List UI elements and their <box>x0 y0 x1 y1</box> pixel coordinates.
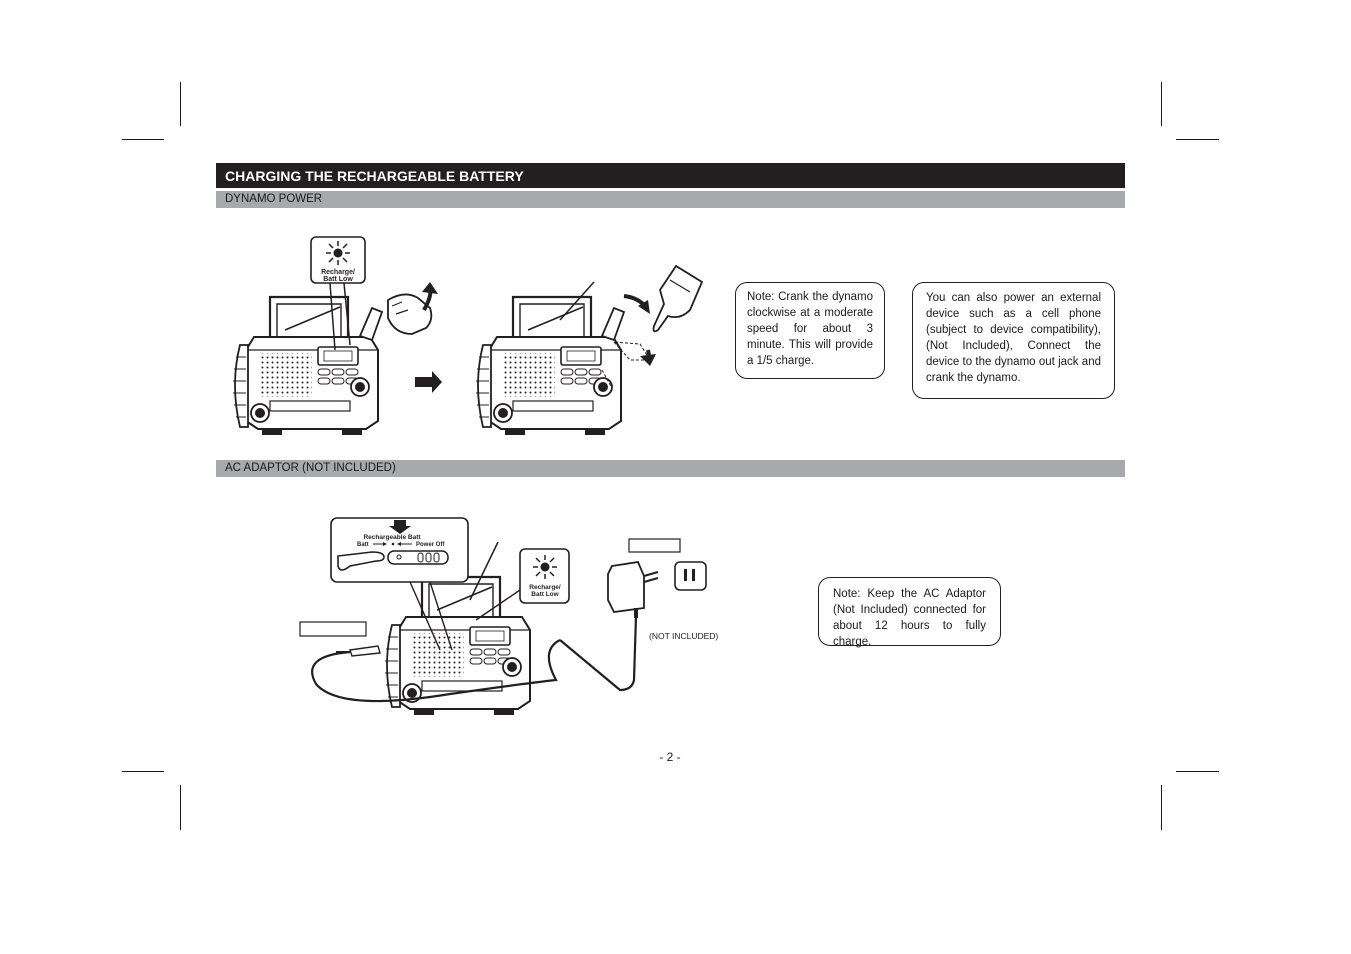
recharge-indicator-icon <box>532 554 558 580</box>
crop-mark <box>1176 139 1219 140</box>
page-number: - 2 - <box>659 750 681 764</box>
crop-mark <box>1161 82 1162 126</box>
note-text: Note: Keep the AC Adaptor (Not Included)… <box>833 588 986 648</box>
switch-label: Power Off <box>416 542 445 548</box>
note-text: You can also power an external device su… <box>926 292 1101 384</box>
crop-mark <box>122 139 164 140</box>
crop-mark <box>1176 771 1219 772</box>
switch-label: Rechargeable Batt <box>363 534 421 541</box>
arrow-right-icon <box>415 371 442 393</box>
recharge-indicator-icon <box>325 240 351 266</box>
ac-adaptor-icon <box>607 561 645 613</box>
label-box <box>628 538 681 553</box>
arrow-down-icon <box>389 520 411 534</box>
dc-plug-icon <box>349 645 381 657</box>
radio-illustration <box>231 295 380 437</box>
cable <box>311 639 561 703</box>
note-crank-dynamo: Note: Crank the dynamo clockwise at a mo… <box>735 282 885 379</box>
crop-mark <box>180 82 181 126</box>
crop-mark <box>122 771 164 772</box>
note-ac-adaptor: Note: Keep the AC Adaptor (Not Included)… <box>818 577 1001 648</box>
crop-mark <box>180 785 181 830</box>
note-text: Note: Crank the dynamo clockwise at a mo… <box>747 291 873 367</box>
indicator-label: Batt Low <box>531 591 559 598</box>
page-title: CHARGING THE RECHARGEABLE BATTERY <box>216 163 1125 188</box>
hand-icon <box>652 264 704 333</box>
hand-icon <box>337 551 385 571</box>
label-box <box>299 621 367 637</box>
crop-mark <box>1161 785 1162 830</box>
wall-outlet-icon <box>674 561 707 591</box>
indicator-label: Recharge/ <box>321 269 355 276</box>
indicator-label: Batt Low <box>323 276 353 283</box>
note-external-device: You can also power an external device su… <box>912 282 1115 399</box>
switch-label: Batt <box>357 542 369 548</box>
not-included-label: (NOT INCLUDED) <box>649 631 718 641</box>
radio-illustration <box>474 295 623 437</box>
section-heading-ac-adaptor: AC ADAPTOR (NOT INCLUDED) <box>216 460 1125 477</box>
hand-icon <box>387 293 433 335</box>
section-heading-dynamo: DYNAMO POWER <box>216 191 1125 208</box>
indicator-label: Recharge/ <box>529 584 561 591</box>
